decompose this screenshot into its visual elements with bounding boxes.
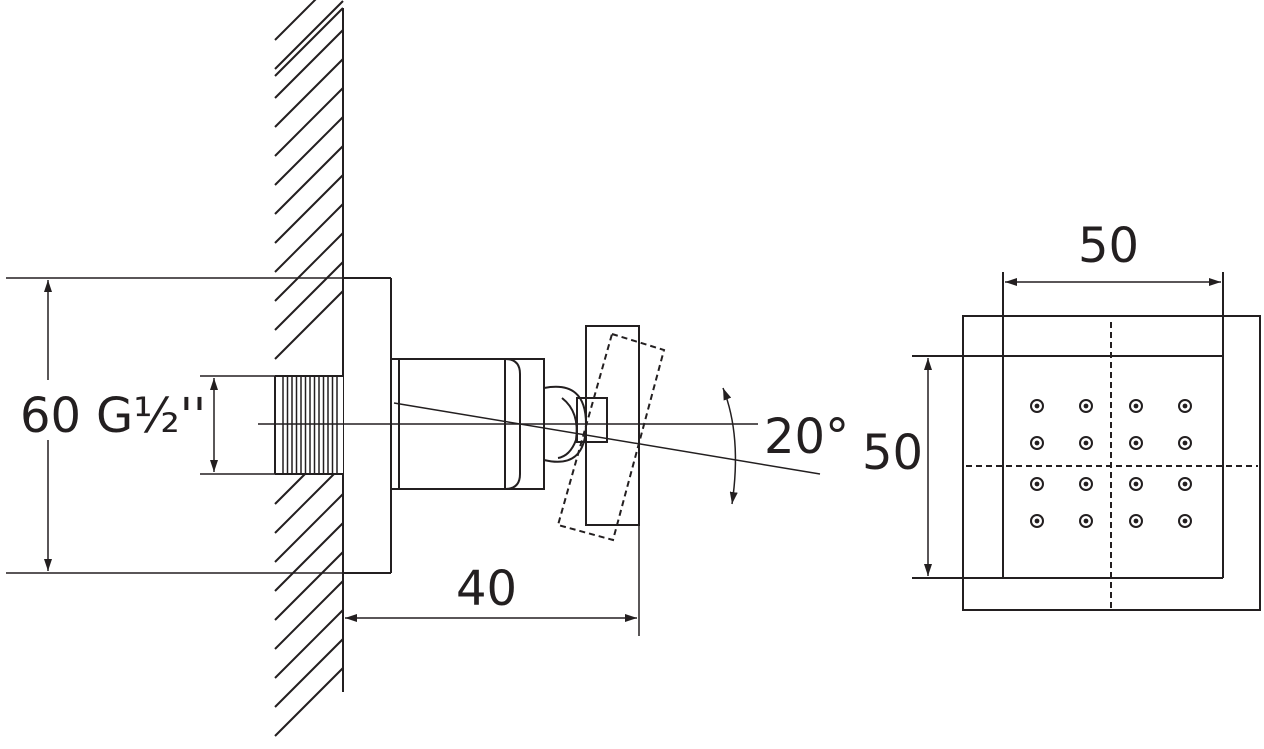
thread-lines xyxy=(282,376,338,474)
nozzle-grid xyxy=(1030,399,1192,528)
spray-head-tilted-outline xyxy=(556,332,666,542)
nozzle-hole xyxy=(1129,399,1143,413)
nozzle-hole xyxy=(1079,436,1093,450)
side-view: 60 G½'' 40 20° xyxy=(6,0,849,737)
nozzle-hole xyxy=(1030,399,1044,413)
nozzle-hole xyxy=(1129,514,1143,528)
nozzle-hole xyxy=(1079,514,1093,528)
tilt-axis-line xyxy=(393,402,821,475)
swivel-neck xyxy=(576,397,608,443)
nozzle-hole xyxy=(1030,514,1044,528)
nozzle-hole xyxy=(1079,399,1093,413)
spray-head-side xyxy=(585,325,640,526)
label-40: 40 xyxy=(456,561,517,617)
head-outer-square xyxy=(962,315,1261,611)
angle-arc xyxy=(722,387,738,505)
label-width-50: 50 xyxy=(1078,218,1139,274)
label-20-deg: 20° xyxy=(764,409,849,465)
label-height-50: 50 xyxy=(862,425,923,481)
nozzle-hole xyxy=(1129,436,1143,450)
nozzle-hole xyxy=(1178,399,1192,413)
wall-hatching xyxy=(274,0,344,737)
label-60: 60 xyxy=(20,388,81,444)
nozzle-hole xyxy=(1129,477,1143,491)
nozzle-hole xyxy=(1178,477,1192,491)
label-thread: G½'' xyxy=(96,388,206,444)
wall xyxy=(274,0,344,737)
nozzle-hole xyxy=(1030,477,1044,491)
front-view: 50 50 xyxy=(862,218,1261,611)
nozzle-hole xyxy=(1178,514,1192,528)
nozzle-hole xyxy=(1079,477,1093,491)
nozzle-hole xyxy=(1178,436,1192,450)
nozzle-hole xyxy=(1030,436,1044,450)
thread-connector xyxy=(274,375,343,475)
